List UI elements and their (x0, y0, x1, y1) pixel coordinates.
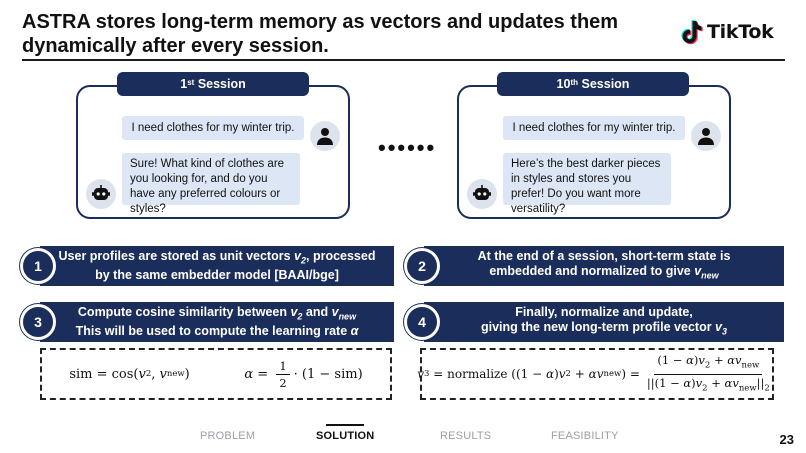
step-1-number: 1 (20, 248, 56, 284)
page-number: 23 (779, 432, 794, 447)
logo-text: TikTok (707, 21, 774, 43)
user-icon (317, 128, 333, 145)
session-ellipsis: •••••• (378, 135, 437, 160)
nav-problem[interactable]: PROBLEM (200, 430, 256, 442)
session-1-user-message: I need clothes for my winter trip. (122, 116, 304, 140)
step-4-number: 4 (404, 304, 440, 340)
step-1-text: User profiles are stored as unit vectors… (58, 248, 376, 283)
step-2-bar: At the end of a session, short-term stat… (424, 246, 784, 286)
step-2-number: 2 (404, 248, 440, 284)
session-1-bot-avatar (86, 179, 116, 209)
session-10-bot-avatar (467, 179, 497, 209)
robot-icon (473, 185, 491, 200)
session-10-user-message: I need clothes for my winter trip. (503, 116, 685, 140)
nav-feasibility[interactable]: FEASIBILITY (551, 430, 619, 442)
session-1-user-avatar (310, 121, 340, 151)
step-3-text: Compute cosine similarity between v2 and… (75, 304, 359, 339)
session-10-user-avatar (691, 121, 721, 151)
slide-title: ASTRA stores long-term memory as vectors… (22, 11, 619, 57)
nav-results[interactable]: RESULTS (440, 430, 492, 442)
user-icon (698, 128, 714, 145)
robot-icon (92, 185, 110, 200)
title-divider (22, 59, 785, 61)
step-4-text: Finally, normalize and update, giving th… (480, 304, 728, 337)
step-2-text: At the end of a session, short-term stat… (477, 248, 731, 281)
step-3-number: 3 (20, 304, 56, 340)
session-1-bot-message: Sure! What kind of clothes are you looki… (122, 153, 300, 215)
nav-solution[interactable]: SOLUTION (316, 430, 375, 442)
tiktok-logo: TikTok (678, 17, 774, 47)
tiktok-note-icon (681, 20, 703, 45)
session-10-bot-message: Here’s the best darker pieces in styles … (503, 153, 671, 215)
nav-active-underline (326, 424, 364, 426)
step-3-bar: Compute cosine similarity between v2 and… (40, 302, 394, 342)
step-1-bar: User profiles are stored as unit vectors… (40, 246, 394, 286)
step-4-bar: Finally, normalize and update, giving th… (424, 302, 784, 342)
